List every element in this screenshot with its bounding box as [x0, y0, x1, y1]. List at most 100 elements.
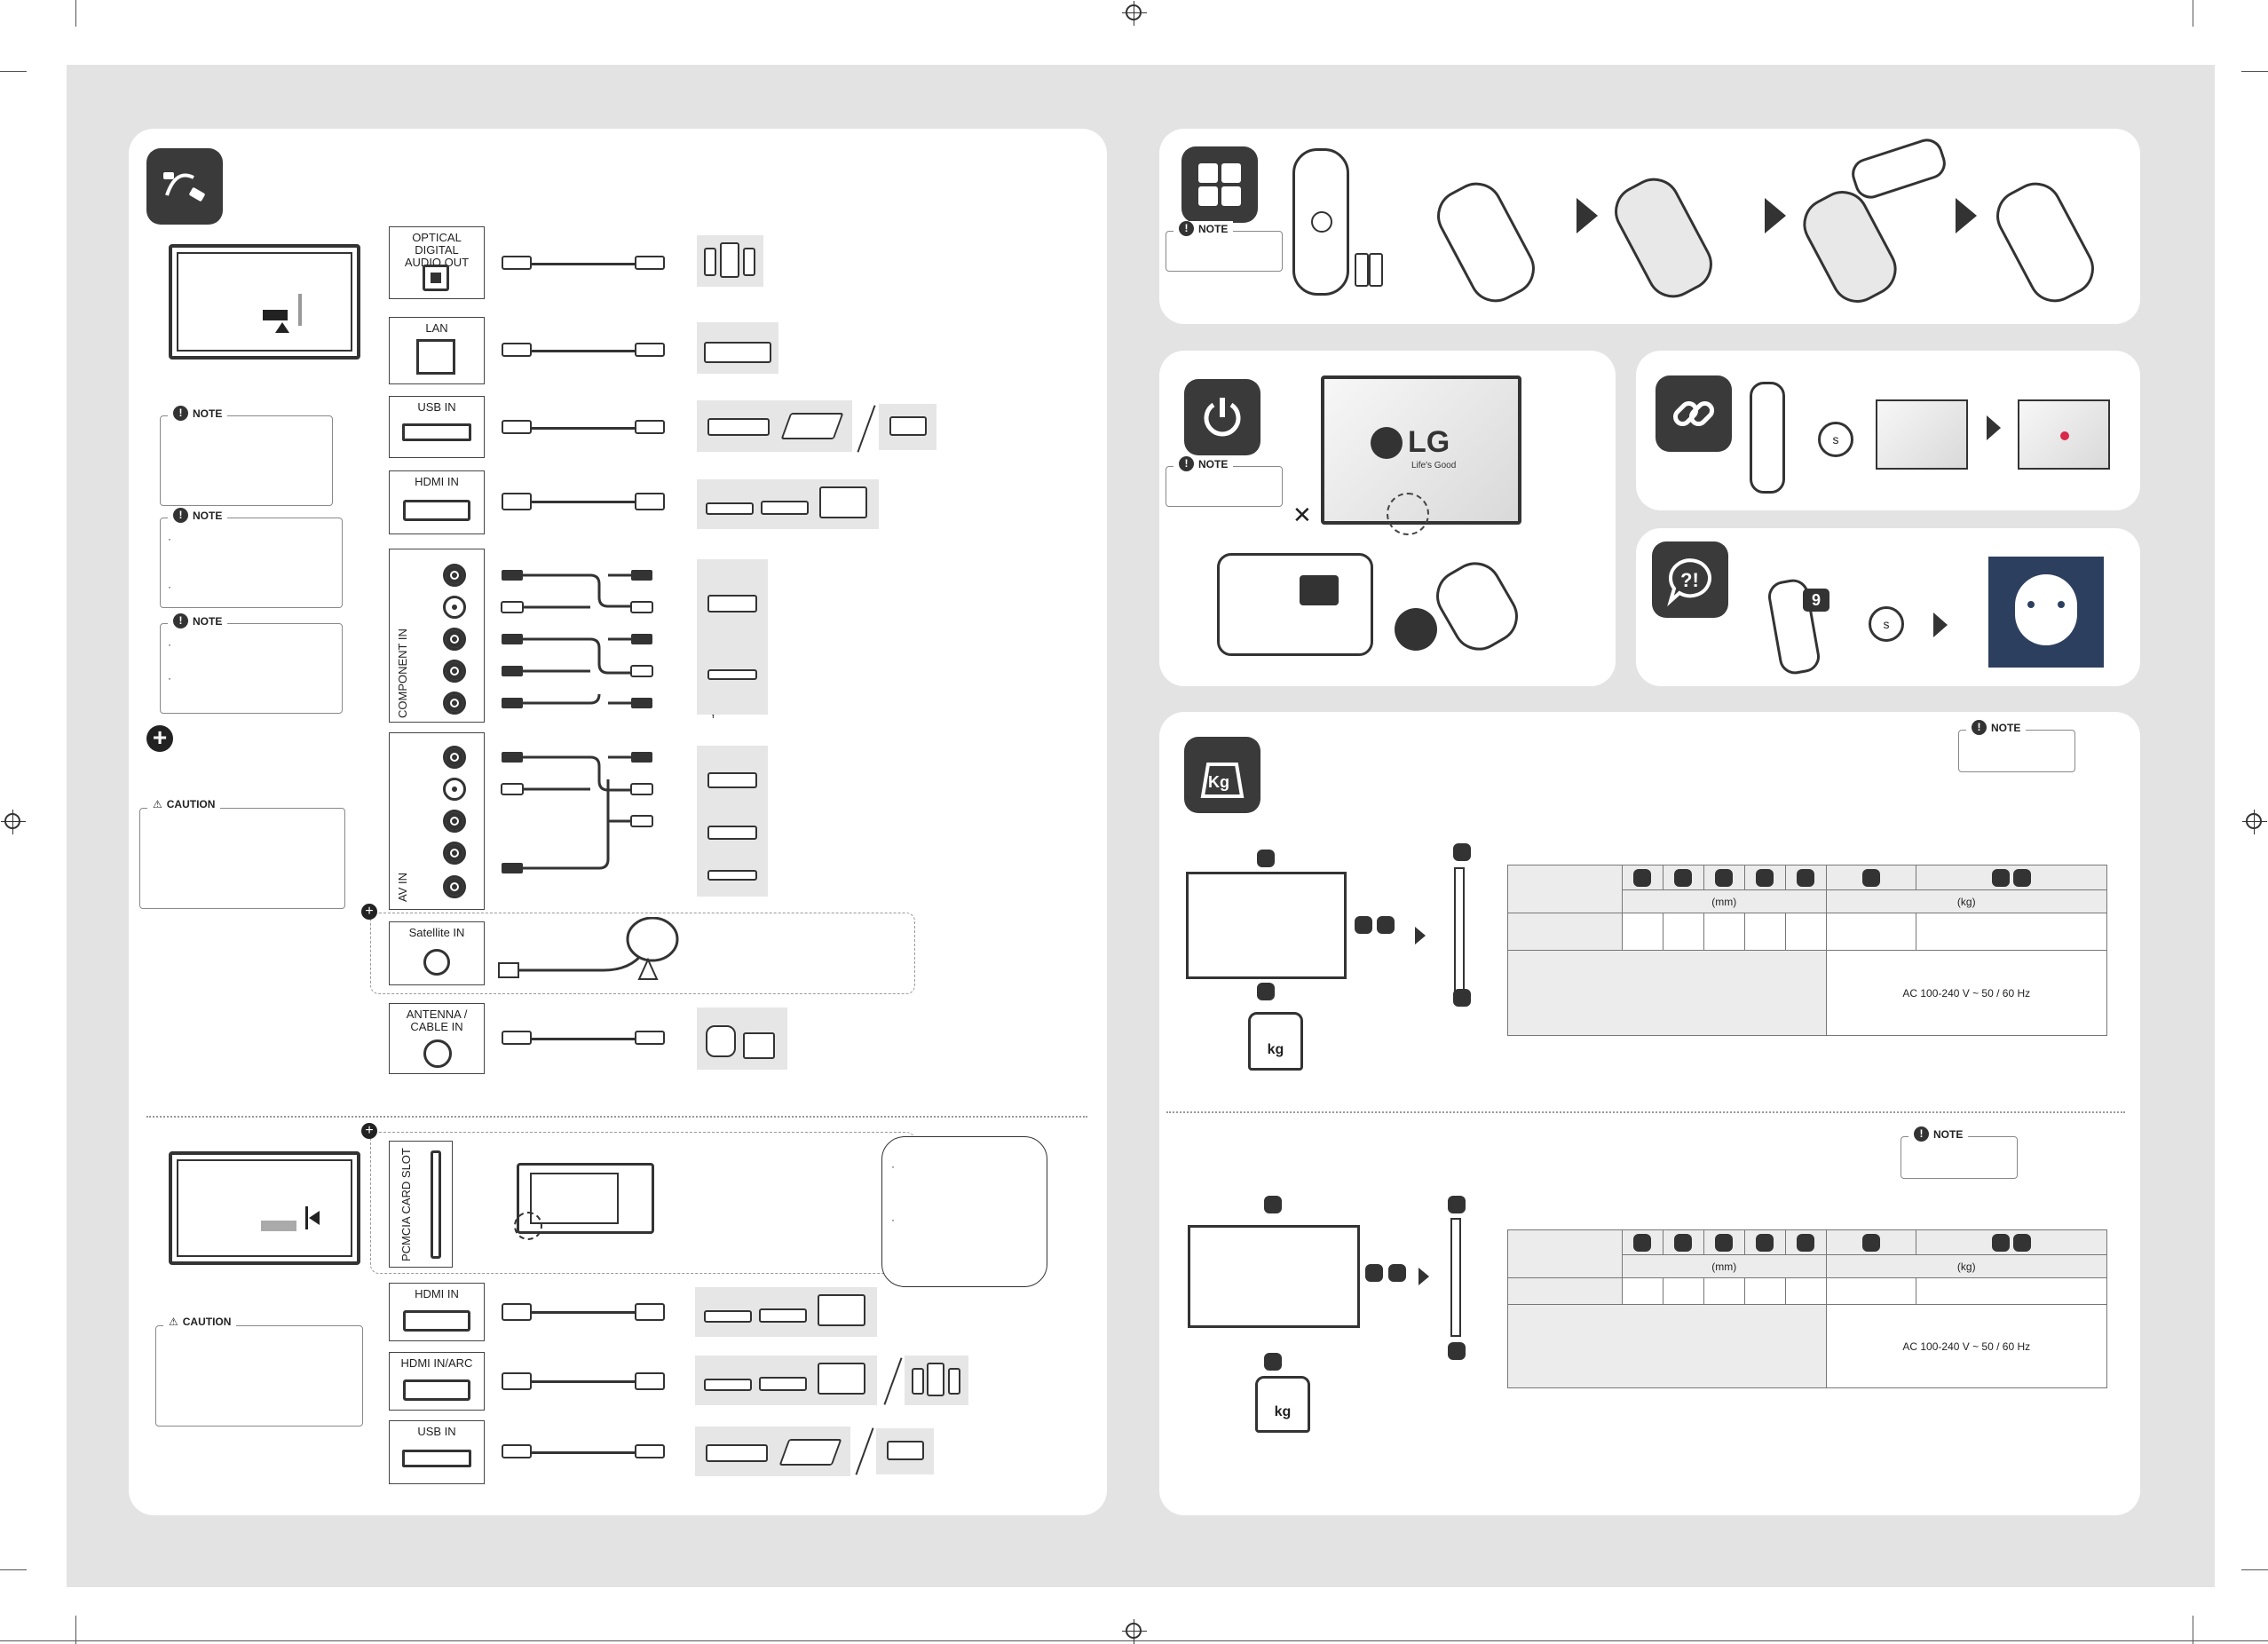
note-label: NOTE: [193, 407, 223, 420]
timer-icon: s: [1869, 606, 1904, 642]
note-tag: !NOTE: [168, 613, 228, 628]
step-arrow-icon: [1577, 198, 1598, 233]
hdmi-cable: [502, 1311, 652, 1314]
hdmi-port-label: HDMI IN: [415, 1287, 459, 1300]
tv-side-outline: [1450, 1218, 1461, 1337]
caution-label: CAUTION: [182, 1316, 232, 1328]
crop-mark: [0, 71, 27, 72]
step-arrow-icon: [1956, 198, 1977, 233]
svg-text:?!: ?!: [1680, 569, 1699, 591]
exclamation-icon: !: [1972, 720, 1987, 735]
tv-rear-diagram: [169, 244, 360, 360]
hdmi-arc-port: HDMI IN/ARC: [389, 1352, 485, 1411]
support-agent-icon: [1988, 557, 2104, 668]
cable-plug: [502, 1444, 532, 1458]
tv-front-outline: [1188, 1225, 1360, 1328]
remote-power-button-icon: [1395, 608, 1437, 651]
battery-cover-icon: [1847, 134, 1950, 203]
cable-plug: [635, 1303, 665, 1321]
cable-plug: [502, 493, 532, 510]
bullet: ·: [168, 581, 171, 593]
card-slot-icon: [431, 1150, 441, 1259]
speaker-device: [905, 1356, 968, 1405]
note-tag: ! NOTE: [1908, 1126, 1969, 1142]
bullet: ·: [891, 1213, 895, 1226]
note-label: NOTE: [1933, 1127, 1964, 1141]
note-box: ! NOTE: [1166, 221, 1283, 272]
satellite-port: Satellite IN: [389, 921, 485, 985]
bullet: ·: [891, 1160, 895, 1173]
optical-socket-icon: [423, 265, 449, 291]
remote-back-step2: [1605, 169, 1722, 307]
pairing-panel: s: [1636, 351, 2140, 510]
rca-cable-bundle: [501, 570, 653, 873]
cable-plug: [635, 1444, 665, 1458]
speaker-device: [697, 235, 763, 287]
arrow-up-icon: [275, 322, 289, 333]
optical-cable: [502, 263, 644, 265]
lan-cable: [502, 350, 652, 352]
dimension-marker: [1264, 1353, 1282, 1371]
cable-plug: [502, 343, 532, 357]
note-box: !NOTE: [160, 406, 333, 506]
port-strip: [261, 1221, 296, 1231]
timer-label: s: [1832, 432, 1839, 447]
section-divider: [1166, 1111, 2125, 1113]
usb-socket-icon: [402, 423, 471, 441]
separator-slash: [883, 1357, 903, 1405]
timer-label: s: [1883, 617, 1890, 631]
exclamation-icon: !: [1179, 221, 1194, 236]
registration-mark-icon: [1122, 1619, 1147, 1644]
pointer-dot: [2060, 431, 2069, 440]
cable-plug: [502, 256, 532, 270]
hdmi-socket-icon: [403, 1310, 470, 1332]
dimension-marker: [1448, 1342, 1466, 1360]
pcmcia-port: PCMCIA CARD SLOT: [389, 1141, 453, 1268]
note-label: NOTE: [1198, 457, 1229, 470]
dimension-marker: [1365, 1264, 1383, 1282]
usb-port-2: USB IN: [389, 1420, 485, 1484]
cable-plug: [502, 420, 532, 434]
crop-mark: [0, 1569, 27, 1570]
timer-icon: s: [1818, 422, 1853, 457]
separator-slash: [855, 1427, 874, 1475]
dimension-marker: [1448, 1196, 1466, 1213]
dimension-marker: [1257, 850, 1275, 867]
bullet: ·: [168, 638, 171, 651]
hdmi-cable: [502, 501, 652, 503]
dimension-marker: [1355, 916, 1372, 934]
usb-port-label: USB IN: [417, 400, 456, 414]
battery-icon: [1369, 253, 1383, 287]
antenna-port: ANTENNA / CABLE IN: [389, 1003, 485, 1074]
spec-table-2: (mm) (kg) AC 100-240 V ~ 50 / 60 Hz: [1507, 1229, 2108, 1388]
plus-icon: +: [361, 1123, 377, 1139]
cable-plug: [635, 493, 665, 510]
caution-tag: ⚠ CAUTION: [163, 1316, 237, 1328]
exclamation-icon: !: [1914, 1126, 1929, 1142]
remote-control-icon: [1750, 382, 1785, 494]
note-tag: !NOTE: [168, 406, 228, 421]
info-bubble: · ·: [881, 1136, 1047, 1287]
lan-port-label: LAN: [425, 321, 448, 335]
scale-kg-label: kg: [1274, 1404, 1292, 1419]
usb-cable: [502, 427, 652, 430]
antenna-cable: [502, 1038, 652, 1040]
spec-table-1: (mm) (kg) AC 100-240 V ~ 50 / 60 Hz: [1507, 865, 2108, 1036]
pcmcia-port-label: PCMCIA CARD SLOT: [399, 1148, 413, 1261]
exclamation-icon: !: [1179, 456, 1194, 471]
warning-icon: ⚠: [153, 798, 162, 810]
hdmi-arc-port-label: HDMI IN/ARC: [400, 1356, 473, 1370]
power-icon: [1184, 379, 1260, 455]
warning-icon: ⚠: [169, 1316, 178, 1328]
note-label: NOTE: [1198, 222, 1229, 235]
remote-back-step1: [1427, 173, 1545, 312]
remote-back-step3: [1793, 181, 1907, 312]
power-spec: AC 100-240 V ~ 50 / 60 Hz: [1825, 950, 2108, 1036]
specifications-panel: Kg !NOTE kg (mm) (kg) AC 100-240 V ~ 50 …: [1159, 712, 2140, 1515]
help-icon: ?!: [1652, 541, 1728, 618]
crop-mark: [75, 1616, 76, 1644]
satellite-port-label: Satellite IN: [408, 926, 465, 939]
remote-hand-icon: [1426, 552, 1528, 660]
mm-unit-label: (mm): [1622, 889, 1827, 913]
component-devices: [697, 559, 768, 715]
